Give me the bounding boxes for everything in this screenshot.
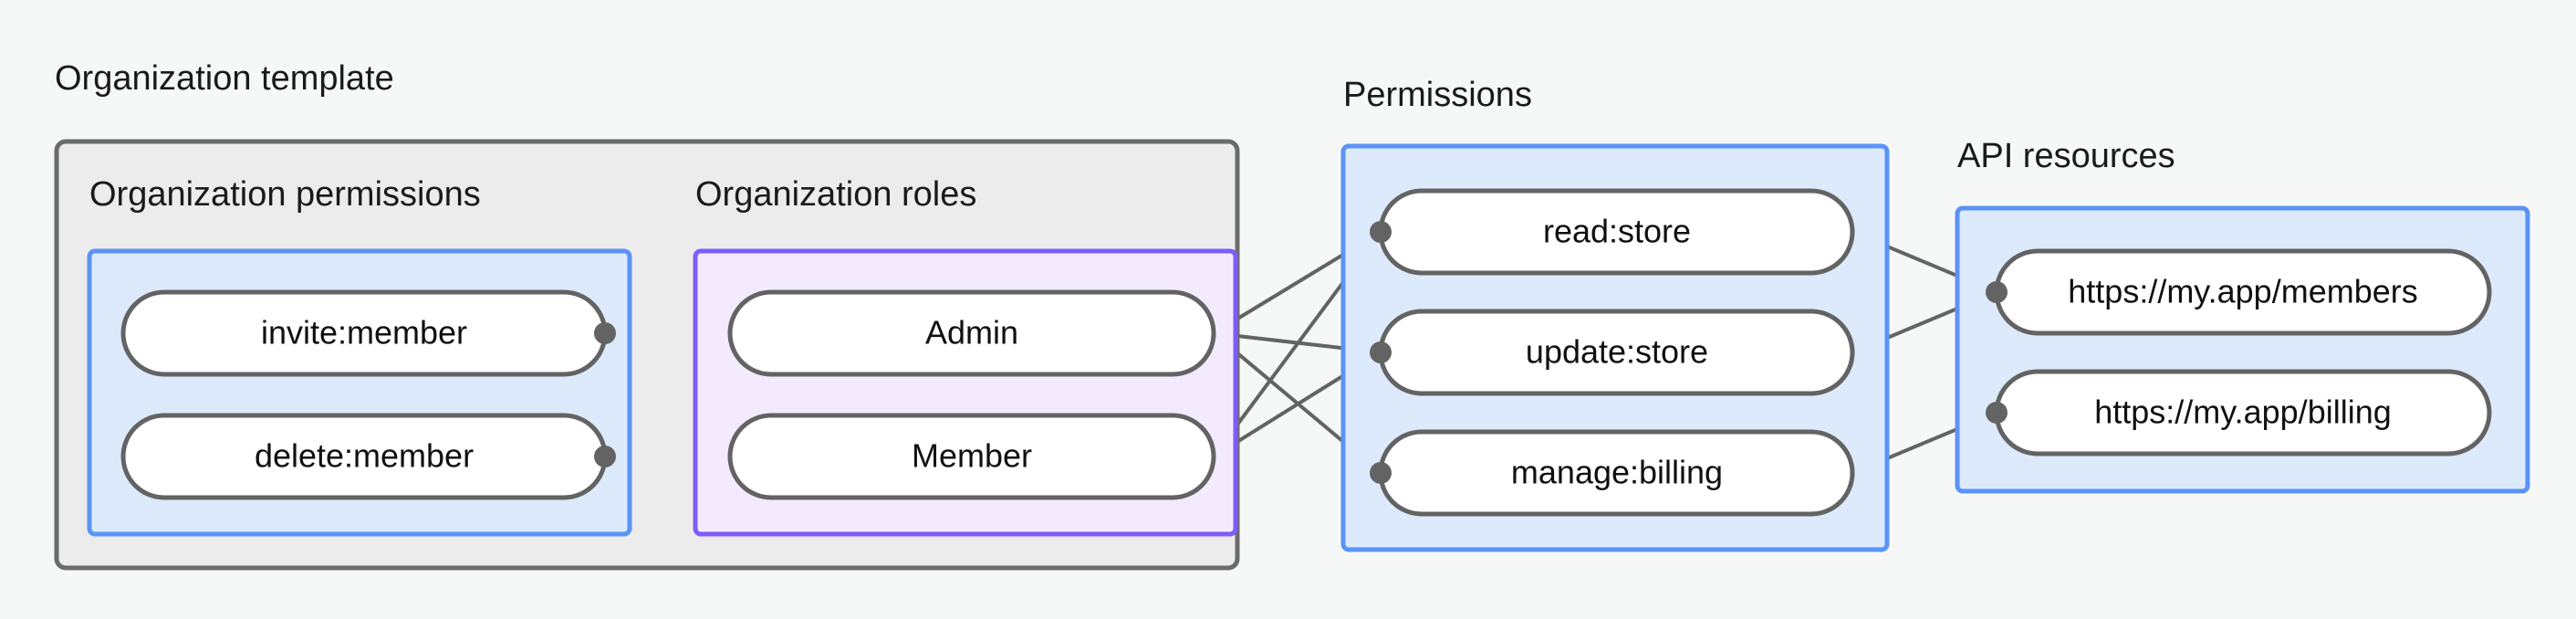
port-read-store-left: [1370, 221, 1392, 243]
port-invite-member-right: [594, 322, 616, 344]
node-update-store[interactable]: update:store: [1370, 309, 1855, 396]
port-billing-url-left: [1986, 402, 2008, 424]
port-manage-billing-left: [1370, 462, 1392, 484]
node-manage-billing[interactable]: manage:billing: [1370, 429, 1855, 517]
organization-template-label: Organization template: [55, 59, 394, 98]
node-delete-member-label: delete:member: [255, 437, 474, 475]
node-read-store-label: read:store: [1543, 213, 1691, 250]
node-member[interactable]: Member: [727, 413, 1216, 500]
node-invite-member-label: invite:member: [261, 314, 467, 351]
node-admin-label: Admin: [925, 314, 1018, 351]
port-update-store-left: [1370, 341, 1392, 363]
node-manage-billing-label: manage:billing: [1511, 454, 1723, 491]
node-member-label: Member: [912, 437, 1032, 475]
node-invite-member[interactable]: invite:member: [120, 289, 616, 377]
organization-roles-label: Organization roles: [695, 175, 976, 214]
port-delete-member-right: [594, 446, 616, 467]
node-billing-url-label: https://my.app/billing: [2094, 393, 2392, 431]
api-resources-label: API resources: [1957, 137, 2175, 175]
node-members-url[interactable]: https://my.app/members: [1986, 248, 2492, 336]
node-delete-member[interactable]: delete:member: [120, 413, 616, 500]
node-members-url-label: https://my.app/members: [2068, 273, 2417, 310]
node-billing-url[interactable]: https://my.app/billing: [1986, 369, 2492, 456]
port-members-url-left: [1986, 281, 2008, 303]
node-admin[interactable]: Admin: [727, 289, 1216, 377]
node-read-store[interactable]: read:store: [1370, 188, 1855, 276]
permissions-label: Permissions: [1343, 76, 1532, 114]
organization-permissions-label: Organization permissions: [89, 175, 481, 214]
node-update-store-label: update:store: [1526, 333, 1708, 371]
